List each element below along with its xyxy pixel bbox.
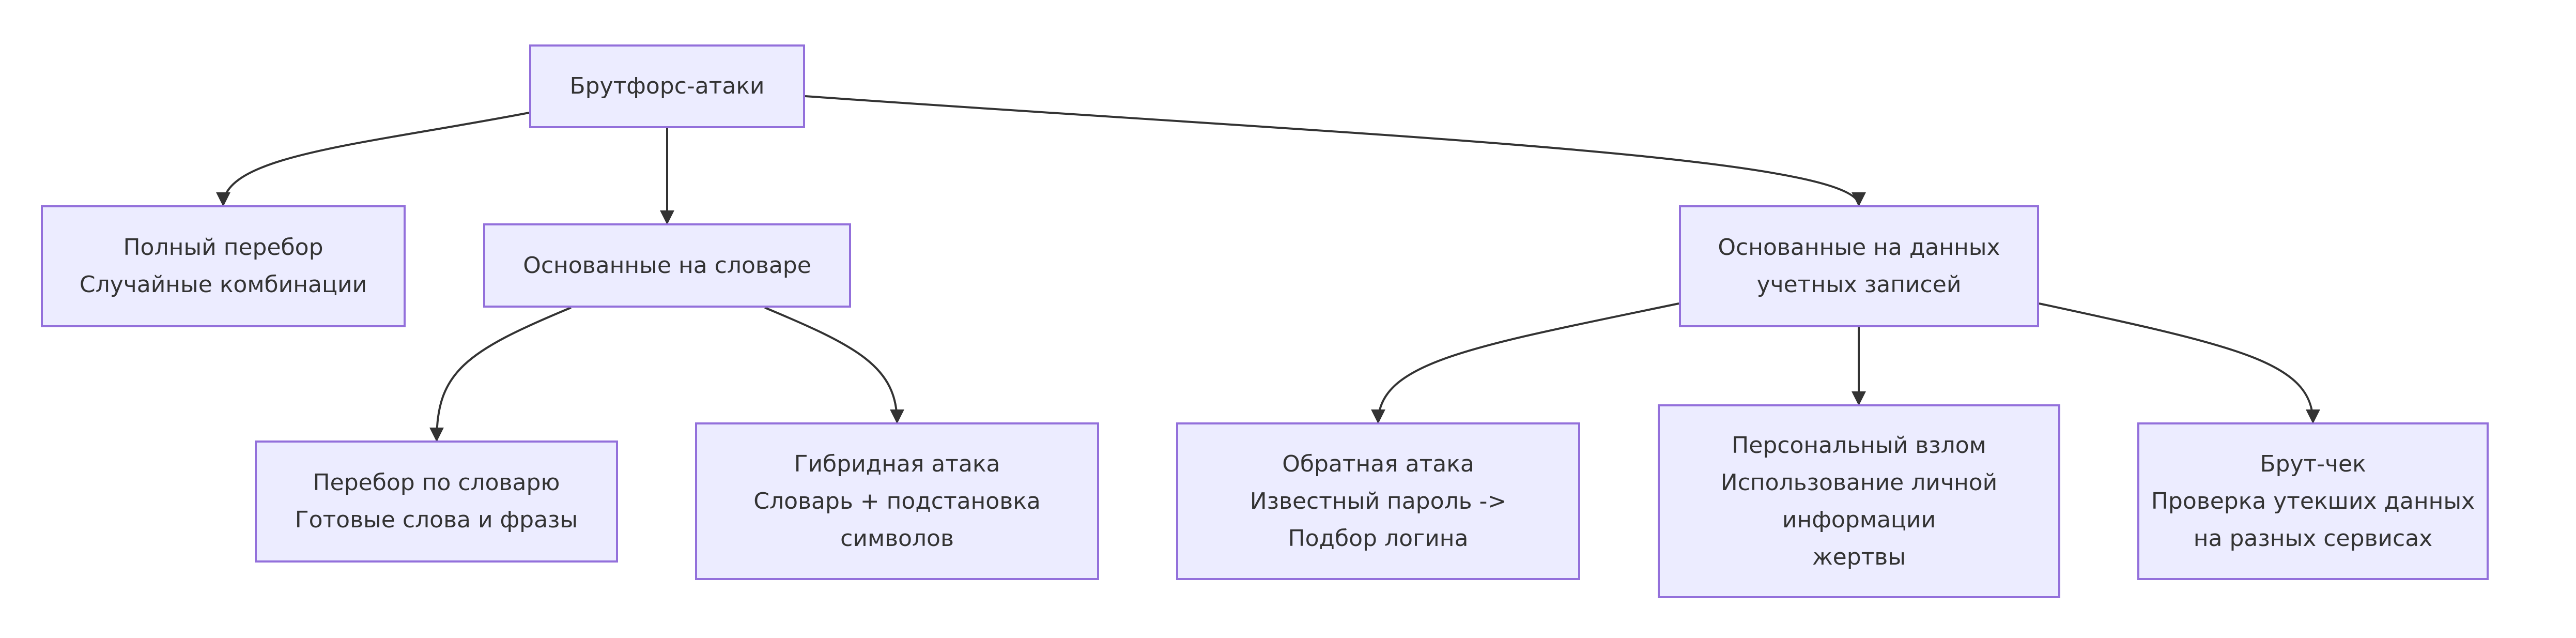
node-label: учетных записей (1756, 271, 1962, 298)
node-hybrid: Гибридная атака Словарь + подстановка си… (695, 422, 1099, 580)
edge-dict-hybrid (764, 307, 904, 424)
edge-root-full (216, 112, 530, 207)
node-label: Обратная атака (1282, 450, 1474, 477)
node-root: Брутфорс-атаки (529, 44, 805, 128)
node-label: Брут-чек (2260, 450, 2366, 477)
node-reverse: Обратная атака Известный пароль -> Подбо… (1176, 422, 1580, 580)
node-account: Основанные на данных учетных записей (1679, 205, 2039, 327)
edge-root-account (805, 95, 1866, 207)
node-label: Использование личной (1720, 469, 1998, 496)
node-dict: Основанные на словаре (483, 223, 851, 308)
edge-account-reverse (1371, 302, 1679, 424)
node-label: Известный пароль -> (1250, 488, 1507, 514)
node-label: Персональный взлом (1732, 432, 1986, 459)
node-label: Подбор логина (1288, 525, 1469, 552)
node-label: Случайные комбинации (79, 271, 367, 298)
node-label: Готовые слова и фразы (295, 507, 578, 533)
node-label: на разных сервисах (2193, 525, 2433, 552)
node-label: Проверка утекших данных (2151, 488, 2475, 514)
node-personal: Персональный взлом Использование личной … (1658, 404, 2060, 598)
node-dictwords: Перебор по словарю Готовые слова и фразы (255, 440, 618, 563)
node-label: Перебор по словарю (313, 469, 560, 496)
node-label: информации (1782, 506, 1936, 533)
node-label: символов (840, 525, 954, 552)
node-brutcheck: Брут-чек Проверка утекших данных на разн… (2137, 422, 2489, 580)
node-label: Брутфорс-атаки (569, 73, 765, 99)
node-label: Словарь + подстановка (753, 488, 1041, 514)
node-label: жертвы (1812, 543, 1906, 570)
node-full: Полный перебор Случайные комбинации (41, 205, 406, 327)
edge-account-brutcheck (2039, 302, 2320, 424)
node-label: Гибридная атака (794, 450, 1000, 477)
node-label: Основанные на данных (1718, 234, 2000, 261)
edge-dict-dictwords (429, 307, 572, 442)
node-label: Основанные на словаре (523, 252, 811, 279)
node-label: Полный перебор (123, 234, 323, 261)
